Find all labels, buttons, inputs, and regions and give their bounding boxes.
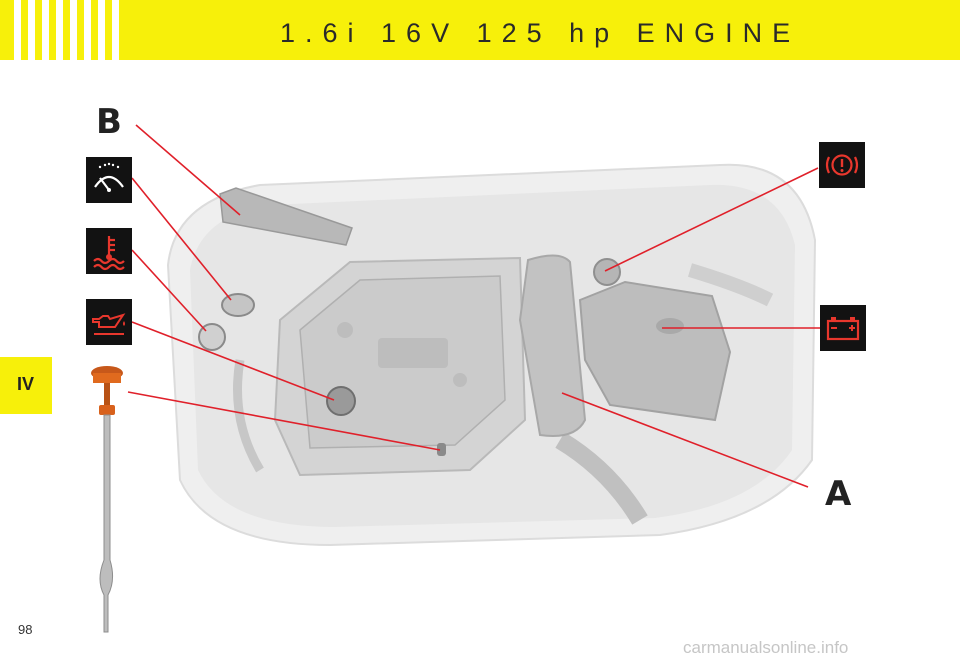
pointer-line-b xyxy=(135,124,241,216)
oil-filler-cap xyxy=(326,386,356,416)
brake-fluid-icon xyxy=(825,154,859,176)
pointer-line-oil xyxy=(131,321,335,401)
pointer-lines xyxy=(127,124,822,488)
oil-level-icon xyxy=(92,313,126,335)
label-a: A xyxy=(825,474,852,514)
header-stripe xyxy=(42,0,49,60)
pointer-line-coolant xyxy=(131,249,207,332)
dipstick-cap xyxy=(93,373,121,383)
header-stripe xyxy=(28,0,35,60)
section-tab: IV xyxy=(0,357,52,414)
washer-reservoir-cap xyxy=(221,293,255,317)
battery-terminal-cover xyxy=(656,318,684,334)
dipstick-collar xyxy=(99,405,115,415)
dipstick-stem xyxy=(104,383,110,407)
intake-hose xyxy=(555,432,648,525)
coolant-icon-box xyxy=(86,228,132,274)
header-stripe xyxy=(112,0,119,60)
watermark: carmanualsonline.info xyxy=(683,638,849,657)
pointer-line-brake xyxy=(604,167,819,272)
page-number: 98 xyxy=(18,622,33,637)
battery-cover xyxy=(578,280,732,422)
windscreen-washer-icon xyxy=(94,162,124,192)
pollen-filter-panel xyxy=(219,187,353,246)
page-title: 1.6i 16V 125 hp ENGINE xyxy=(280,18,801,48)
brake-fluid-reservoir xyxy=(593,258,621,286)
battery-icon xyxy=(826,317,860,341)
header-stripe xyxy=(98,0,105,60)
washer-icon-box xyxy=(86,157,132,203)
engine-bolt xyxy=(337,322,353,338)
coolant-temperature-icon xyxy=(93,236,125,271)
pointer-line-washer xyxy=(131,177,232,301)
battery-icon-box xyxy=(820,305,866,351)
hose xyxy=(687,263,774,307)
oil-icon-box xyxy=(86,299,132,345)
pointer-line-a xyxy=(561,392,809,488)
engine-badge xyxy=(378,338,448,368)
dipstick-blade xyxy=(99,414,114,633)
hose xyxy=(233,359,264,473)
label-b: B xyxy=(96,102,122,142)
air-filter-housing xyxy=(518,254,587,437)
pointer-line-dipstick xyxy=(127,391,441,451)
page-header: 1.6i 16V 125 hp ENGINE xyxy=(0,0,960,60)
header-stripe xyxy=(84,0,91,60)
engine-bolt xyxy=(453,373,467,387)
brake-icon-box xyxy=(819,142,865,188)
header-stripe xyxy=(56,0,63,60)
header-stripe xyxy=(70,0,77,60)
dipstick-handle-position xyxy=(437,443,446,456)
header-stripe xyxy=(14,0,21,60)
section-tab-label: IV xyxy=(17,374,35,394)
